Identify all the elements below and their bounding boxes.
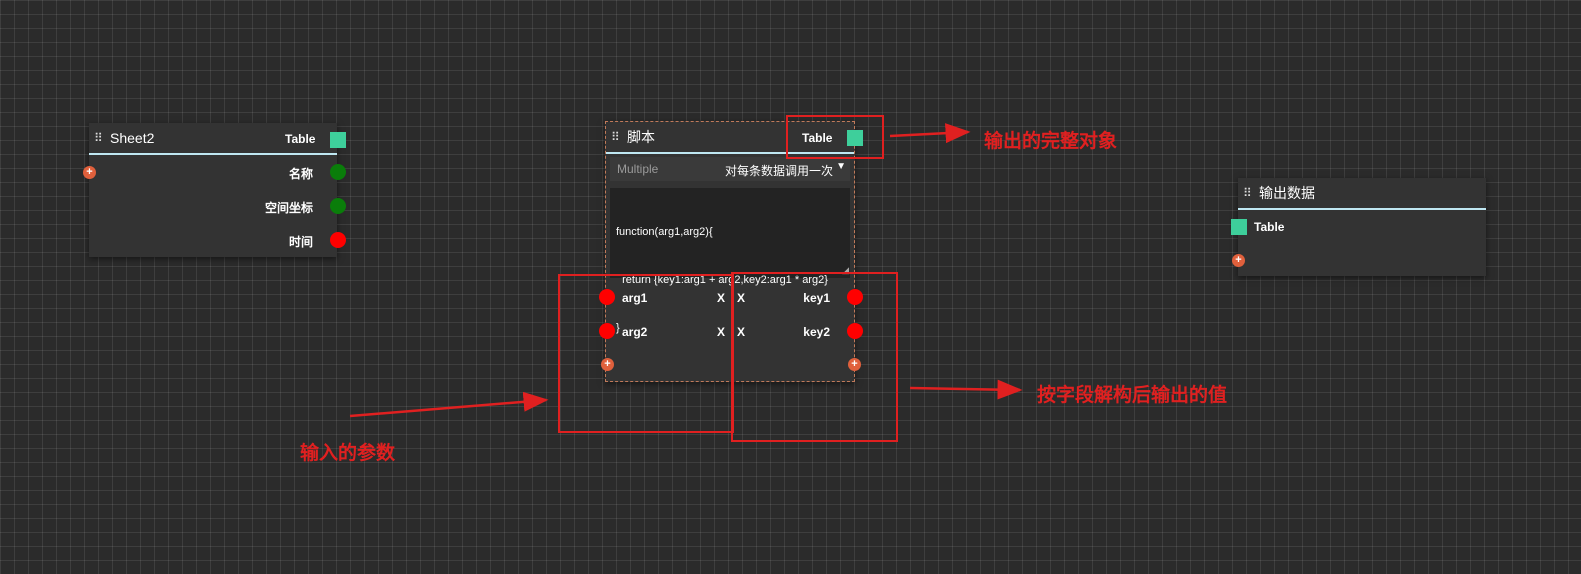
add-input-button[interactable]: + xyxy=(1232,254,1245,267)
annotation-box-outputs xyxy=(731,272,898,442)
output-port-label: Table xyxy=(285,132,316,146)
output-data-node[interactable]: ⠿ 输出数据 Table + xyxy=(1231,178,1486,276)
remove-key-button[interactable]: X xyxy=(737,325,746,339)
field-output-port[interactable] xyxy=(330,164,346,180)
add-field-button[interactable]: + xyxy=(83,166,96,179)
call-mode-value: 对每条数据调用一次 xyxy=(724,164,833,178)
sheet2-node[interactable]: ⠿ Sheet2 Table 名称 空间坐标 时间 + xyxy=(83,123,346,257)
remove-key-button[interactable]: X xyxy=(737,291,746,305)
code-line: function(arg1,arg2){ xyxy=(616,226,713,238)
code-editor[interactable]: function(arg1,arg2){ return {key1:arg1 +… xyxy=(610,188,850,334)
mode-placeholder: Multiple xyxy=(617,162,659,176)
drag-handle-icon[interactable]: ⠿ xyxy=(611,130,620,144)
remove-arg-button[interactable]: X xyxy=(717,291,726,305)
script-node-header[interactable]: ⠿ 脚本 Table xyxy=(606,122,854,154)
key-label: key1 xyxy=(803,291,830,305)
node-title: 脚本 xyxy=(627,129,655,145)
sheet2-node-header[interactable]: ⠿ Sheet2 Table xyxy=(89,123,337,155)
drag-handle-icon[interactable]: ⠿ xyxy=(1243,186,1252,200)
table-output-port[interactable] xyxy=(330,132,346,148)
annotation-full-object: 输出的完整对象 xyxy=(984,131,1118,152)
field-label: 时间 xyxy=(288,235,313,249)
field-label: 空间坐标 xyxy=(264,201,313,215)
call-mode-select[interactable]: Multiple 对每条数据调用一次 ▼ xyxy=(610,157,850,181)
code-line: return {key1:arg1 + arg2,key2:arg1 * arg… xyxy=(616,274,828,286)
drag-handle-icon[interactable]: ⠿ xyxy=(94,131,103,145)
arg-input-port[interactable] xyxy=(599,289,615,305)
field-output-port[interactable] xyxy=(330,198,346,214)
annotation-inputs: 输入的参数 xyxy=(300,443,396,464)
table-output-port[interactable] xyxy=(847,130,863,146)
node-title: Sheet2 xyxy=(110,130,155,146)
node-title: 输出数据 xyxy=(1259,185,1315,201)
code-line: } xyxy=(616,322,620,334)
annotation-destructured: 按字段解构后输出的值 xyxy=(1037,385,1228,406)
field-label: 名称 xyxy=(288,167,313,181)
key-label: key2 xyxy=(803,325,830,339)
arg-label: arg1 xyxy=(622,291,648,305)
arrow-destructured xyxy=(909,379,1023,400)
table-input-port[interactable] xyxy=(1231,219,1247,235)
output-port-label: Table xyxy=(802,131,833,145)
key-output-port[interactable] xyxy=(847,323,863,339)
add-output-button[interactable]: + xyxy=(848,358,861,371)
key-output-port[interactable] xyxy=(847,289,863,305)
remove-arg-button[interactable]: X xyxy=(717,325,726,339)
output-node-header[interactable]: ⠿ 输出数据 xyxy=(1238,178,1486,210)
arrow-inputs xyxy=(349,391,549,418)
arg-input-port[interactable] xyxy=(599,323,615,339)
add-input-button[interactable]: + xyxy=(601,358,614,371)
arrow-full-object xyxy=(889,123,971,144)
field-output-port[interactable] xyxy=(330,232,346,248)
annotation-box-inputs xyxy=(558,274,734,433)
chevron-down-icon: ▼ xyxy=(836,161,846,172)
arg-label: arg2 xyxy=(622,325,648,339)
script-node[interactable]: ⠿ 脚本 Table Multiple 对每条数据调用一次 ▼ function… xyxy=(599,121,863,382)
annotation-box-full-object xyxy=(786,115,884,159)
input-port-label: Table xyxy=(1254,220,1285,234)
resize-handle-icon[interactable]: ◢ xyxy=(842,265,849,275)
